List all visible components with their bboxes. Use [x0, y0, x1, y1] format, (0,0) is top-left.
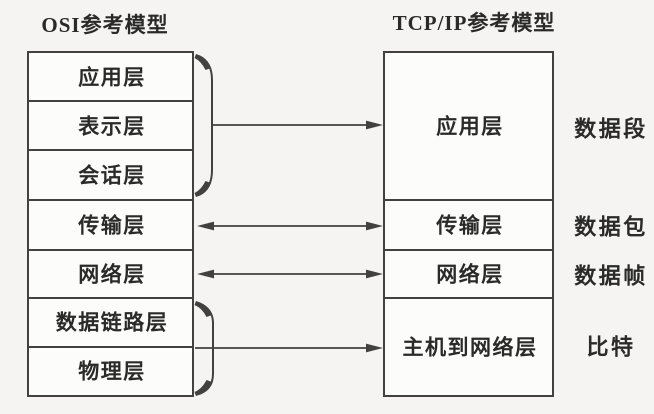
arrow-network-bidirectional: [197, 269, 383, 279]
arrow-transport-bidirectional: [197, 221, 383, 231]
arrow-application-mapping: [213, 120, 383, 130]
tcpip-layer-application: 应用层: [436, 114, 504, 138]
data-unit-segment: 数据段: [574, 117, 648, 142]
arrow-host-to-network-mapping: [195, 343, 383, 353]
osi-layer-transport: 传输层: [77, 213, 146, 237]
tcpip-model-title: TCP/IP参考模型: [393, 11, 556, 35]
osi-layer-datalink: 数据链路层: [56, 310, 169, 334]
tcpip-layer-transport: 传输层: [435, 213, 504, 237]
osi-layer-network: 网络层: [78, 262, 146, 286]
osi-layer-presentation: 表示层: [78, 114, 146, 138]
data-unit-packet: 数据包: [574, 215, 648, 240]
osi-layer-application: 应用层: [78, 65, 146, 89]
upper-group-brace: [194, 54, 213, 197]
tcpip-stack-box: [383, 51, 554, 397]
tcpip-layer-host-to-network: 主机到网络层: [403, 335, 538, 359]
data-unit-bits: 比特: [586, 335, 635, 360]
osi-layer-physical: 物理层: [78, 359, 146, 383]
osi-model-title: OSI参考模型: [41, 13, 168, 37]
osi-stack-box: [27, 51, 194, 397]
data-unit-frame: 数据帧: [574, 264, 648, 289]
osi-layer-session: 会话层: [78, 163, 146, 187]
tcpip-layer-network: 网络层: [436, 262, 504, 286]
